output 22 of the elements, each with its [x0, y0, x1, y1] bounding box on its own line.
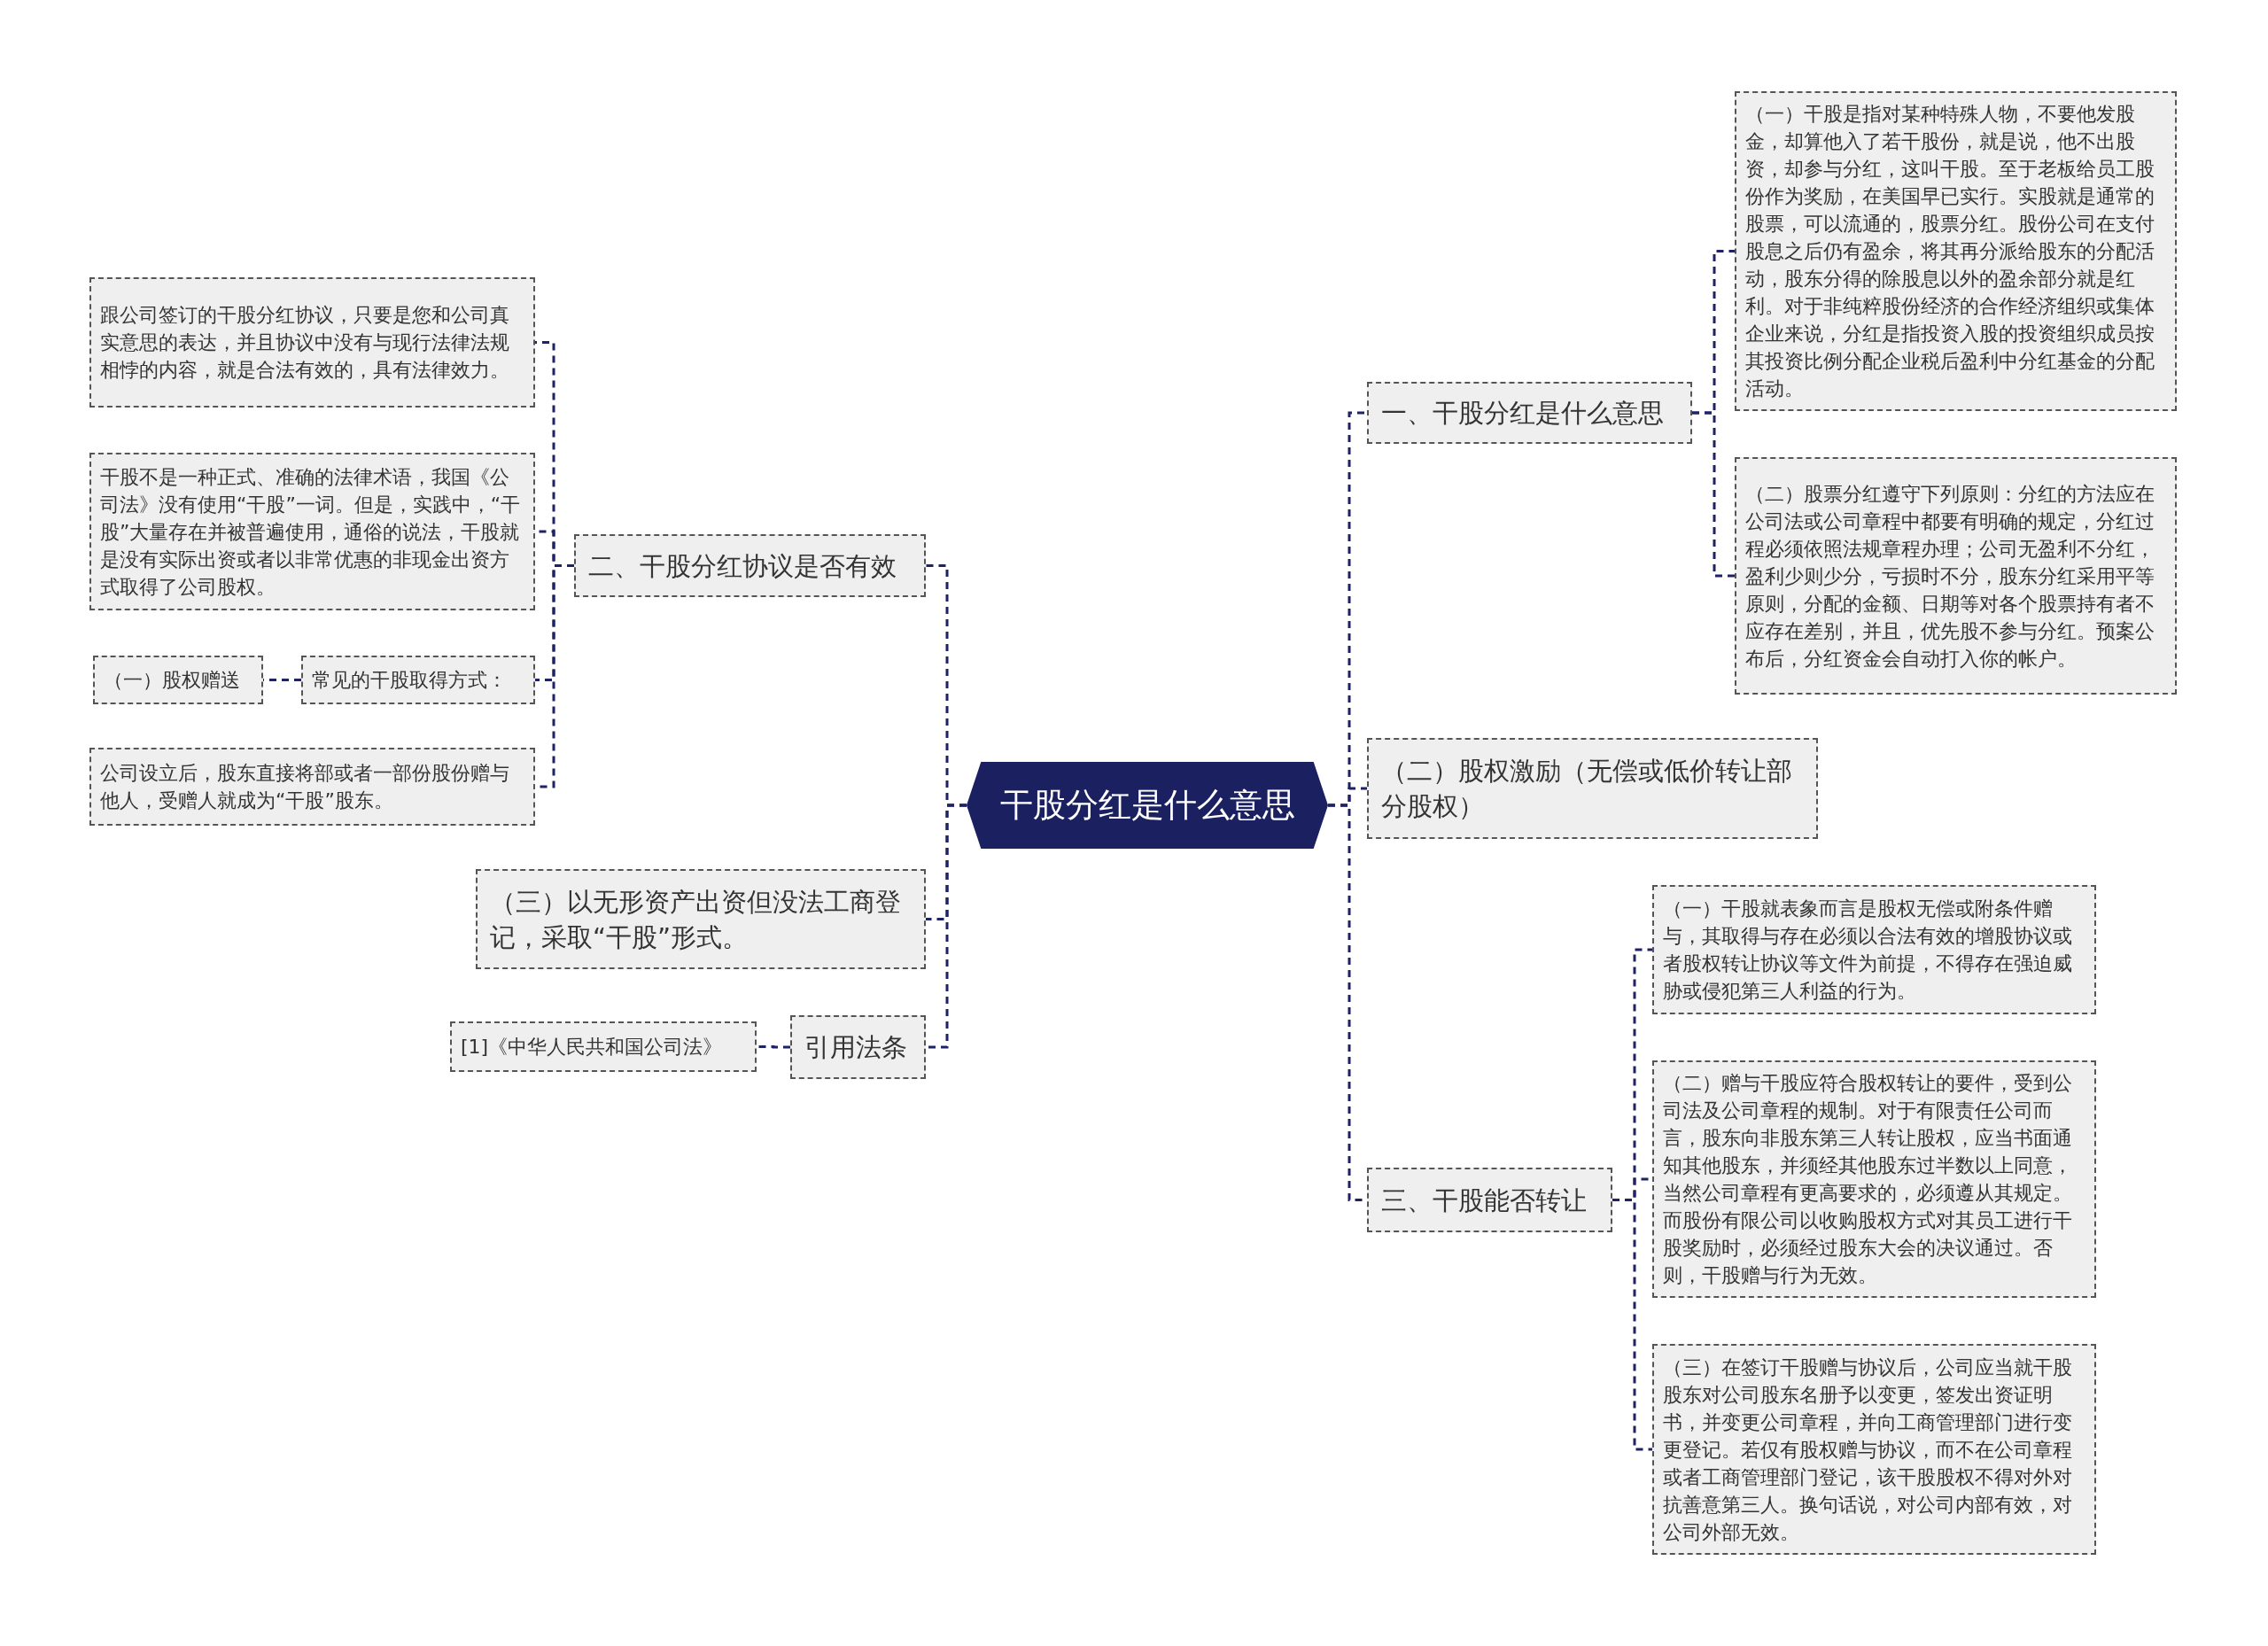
text-box: （三）在签订干股赠与协议后，公司应当就干股股东对公司股东名册予以变更，签发出资证明书，并变更公司章程，并向工商管理部门进行变更登记。若仅有股权赠与协议，而不在公司章程或者工商管理部门登记，该干股股权不得对外对抗善意第三人。换句话说，对公司内部有效，对公司外部无效。 [1652, 1344, 2096, 1555]
connector-line [926, 804, 967, 1049]
text-box: （一）干股是指对某种特殊人物，不要他发股金，却算他入了若干股份，就是说，他不出股资，却参与分红，这叫干股。至于老板给员工股份作为奖励，在美国早已实行。实股就是通常的股票，可以流通的，股票分红。股份公司在支付股息之后仍有盈余，将其再分派给股东的分配活动，股东分得的除股息以外的盈余部分就是红利。对于非纯粹股份经济的合作经济组织或集体企业来说，分红是指投资入股的投资组织成员按其投资比例分配企业税后盈利中分红基金的分配活动。 [1735, 91, 2177, 411]
topic-box: （三）以无形资产出资但没法工商登记，采取“干股”形式。 [476, 869, 926, 969]
text-box: 跟公司签订的干股分红协议，只要是您和公司真实意思的表达，并且协议中没有与现行法律法规相悖的内容，就是合法有效的，具有法律效力。 [89, 277, 535, 408]
text-box: （二）股票分红遵守下列原则：分红的方法应在公司法或公司章程中都要有明确的规定，分红过程必须依照法规章程办理；公司无盈利不分红，盈利少则少分，亏损时不分，股东分红采用平等原则，分配的金额、日期等对各个股票持有者不应存在差别，并且，优先股不参与分红。预案公布后，分红资金会自动打入你的帐户。 [1735, 457, 2177, 695]
text-box: [1]《中华人民共和国公司法》 [450, 1021, 757, 1072]
topic-box: 一、干股分红是什么意思 [1367, 382, 1692, 444]
text-box: 常见的干股取得方式： [301, 656, 535, 704]
topic-box: 引用法条 [790, 1015, 926, 1079]
topic-box: 三、干股能否转让 [1367, 1168, 1612, 1232]
text-box: （一）股权赠送 [93, 656, 263, 704]
connector-line [1692, 411, 1735, 578]
text-box: （二）赠与干股应符合股权转让的要件，受到公司法及公司章程的规制。对于有限责任公司而言，股东向非股东第三人转让股权，应当书面通知其他股东，并须经其他股东过半数以上同意，当然公司章程有更高要求的，必须遵从其规定。而股份有限公司以收购股权方式对其员工进行干股奖励时，必须经过股东大会的决议通过。否则，干股赠与行为无效。 [1652, 1060, 2096, 1298]
connector-line [757, 1045, 790, 1049]
text-box: 公司设立后，股东直接将部或者一部份股份赠与他人，受赠人就成为“干股”股东。 [89, 748, 535, 826]
text-box: （一）干股就表象而言是股权无偿或附条件赠与，其取得与存在必须以合法有效的增股协议或者股权转让协议等文件为前提，不得存在强迫威胁或侵犯第三人利益的行为。 [1652, 885, 2096, 1014]
topic-box: （二）股权激励（无偿或低价转让部分股权） [1367, 738, 1818, 839]
text-box: 干股不是一种正式、准确的法律术语，我国《公司法》没有使用“干股”一词。但是，实践中，“干股”大量存在并被普遍使用，通俗的说法，干股就是没有实际出资或者以非常优惠的非现金出资方式取得了公司股权。 [89, 453, 535, 610]
connector-line [1612, 1199, 1652, 1451]
topic-box: 二、干股分红协议是否有效 [574, 534, 926, 597]
central-topic-hexagon: 干股分红是什么意思 [967, 762, 1328, 849]
